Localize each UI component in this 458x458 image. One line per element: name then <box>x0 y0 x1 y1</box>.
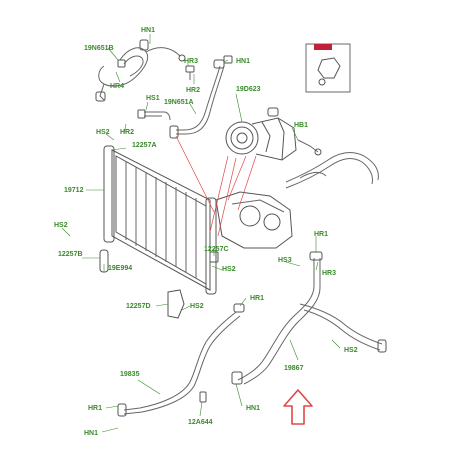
label-19867: 19867 <box>284 365 304 372</box>
inset-sensor <box>305 43 351 93</box>
fitting-hr3 <box>185 65 195 80</box>
label-hr2-a: HR2 <box>186 87 200 94</box>
hose-19n651b <box>95 39 186 102</box>
label-hr1-a: HR1 <box>314 231 328 238</box>
suction-line-upper <box>285 152 379 189</box>
label-12257d: 12257D <box>126 303 151 310</box>
suction-line-19867 <box>231 251 387 385</box>
condenser-19712 <box>103 145 217 295</box>
label-19712: 19712 <box>64 187 84 194</box>
hose-hs1 <box>137 109 171 121</box>
label-hs2-d: HS2 <box>190 303 204 310</box>
label-hn1-a: HN1 <box>141 27 155 34</box>
label-19n651a: 19N651A <box>164 99 194 106</box>
label-hr3-a: HR3 <box>184 58 198 65</box>
hose-19n651a <box>169 59 225 139</box>
compressor-19d623 <box>225 107 297 161</box>
label-hr3-b: HR3 <box>322 270 336 277</box>
bracket-hb1 <box>297 139 322 156</box>
label-hb1: HB1 <box>294 122 308 129</box>
label-hs2-e: HS2 <box>344 347 358 354</box>
label-19e994: 19E994 <box>108 265 132 272</box>
label-hn1-c: HN1 <box>246 405 260 412</box>
label-hr4: HR4 <box>110 83 124 90</box>
label-hs1: HS1 <box>146 95 160 102</box>
up-arrow-icon <box>283 389 313 425</box>
label-hr1-b: HR1 <box>250 295 264 302</box>
label-leaders <box>61 34 341 433</box>
bracket-12257d <box>167 289 185 319</box>
label-hs2-c: HS2 <box>222 266 236 273</box>
label-12257c: 12257C <box>204 246 229 253</box>
label-19835: 19835 <box>120 371 140 378</box>
reference-lines <box>175 135 257 237</box>
label-hr2-b: HR2 <box>120 129 134 136</box>
label-12257b: 12257B <box>58 251 83 258</box>
label-hs3: HS3 <box>278 257 292 264</box>
label-hs2-a: HS2 <box>96 129 110 136</box>
label-hr1-c: HR1 <box>88 405 102 412</box>
label-hs2-b: HS2 <box>54 222 68 229</box>
label-19d623: 19D623 <box>236 86 261 93</box>
label-hn1-d: HN1 <box>84 430 98 437</box>
part-labels: HN1 19N651B HR3 HN1 HR4 HR2 19D623 HS1 1… <box>54 27 358 437</box>
label-19n651b: 19N651B <box>84 45 114 52</box>
label-hn1-b: HN1 <box>236 58 250 65</box>
liquid-line-19835 <box>117 303 245 417</box>
fitting-hn1-top <box>223 55 233 64</box>
label-12257a: 12257A <box>132 142 157 149</box>
engine-block <box>215 191 293 249</box>
label-12a644: 12A644 <box>188 419 213 426</box>
inset-badge <box>314 44 332 50</box>
